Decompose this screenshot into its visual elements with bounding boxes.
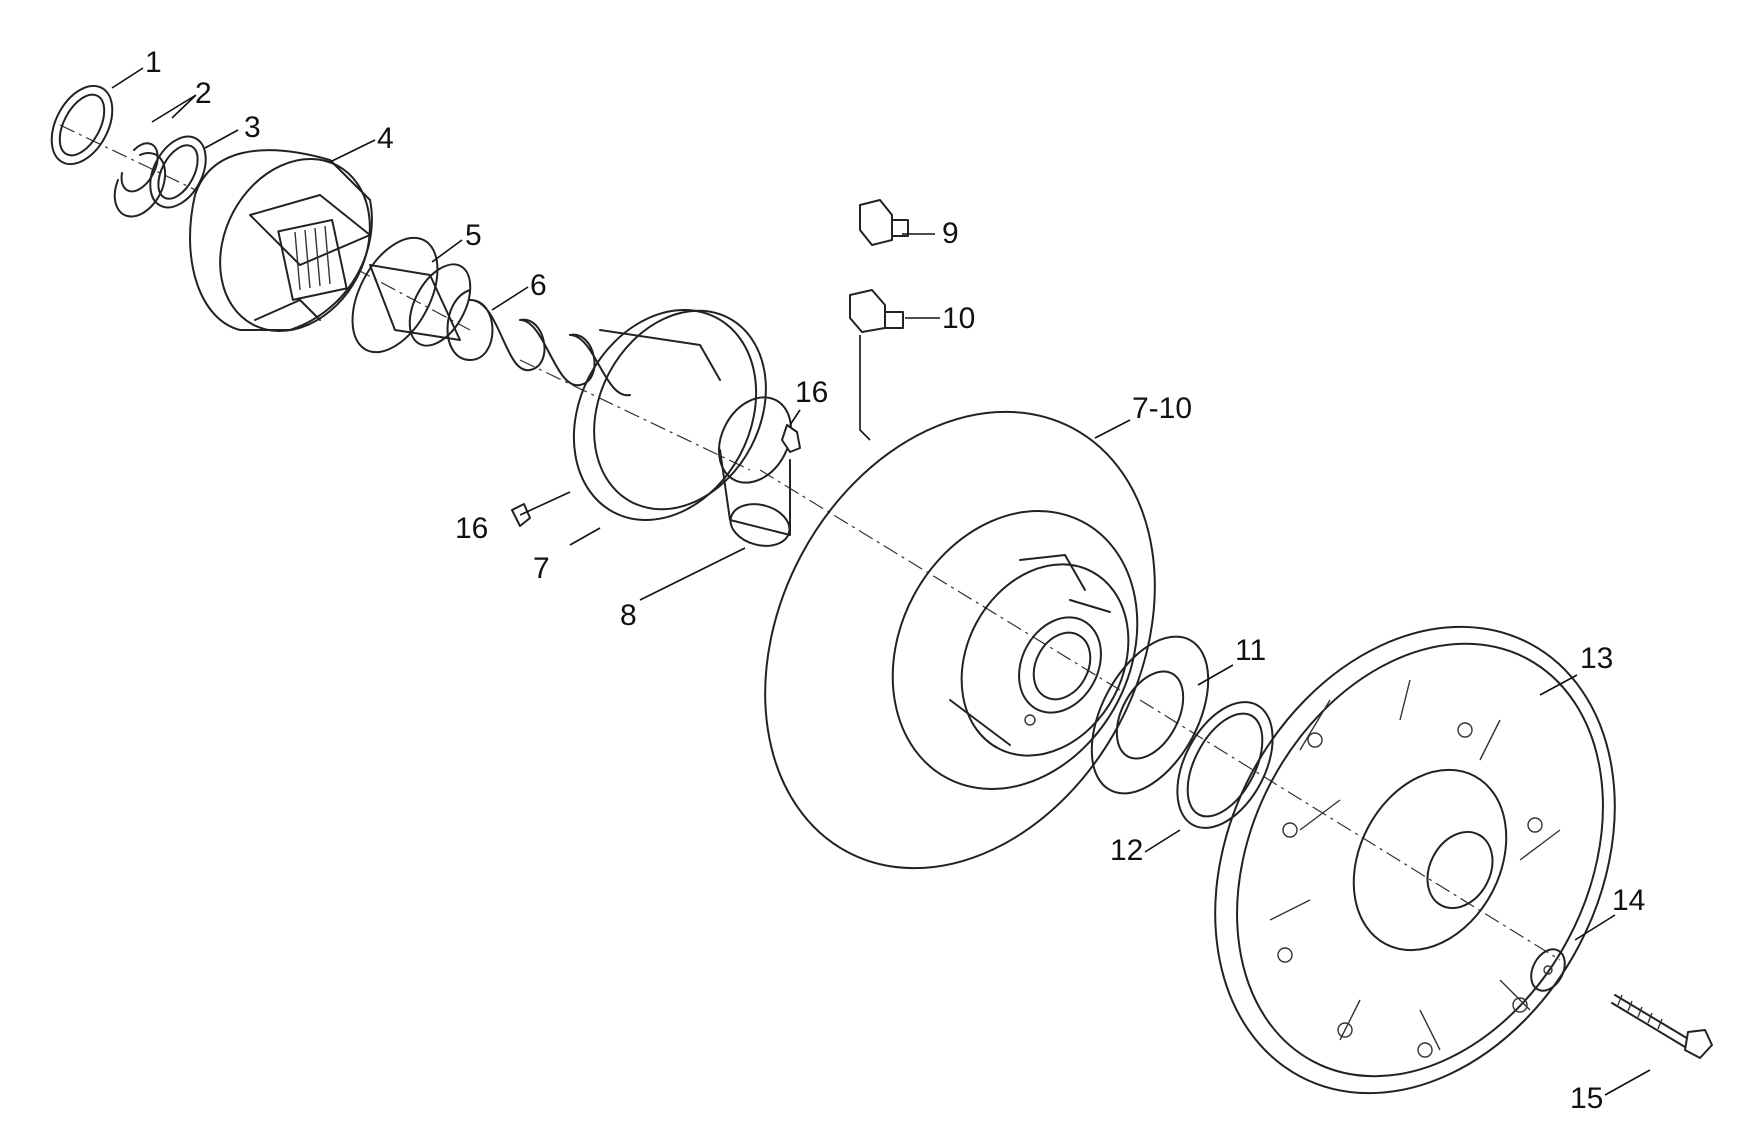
part-15-bolt bbox=[1611, 994, 1713, 1059]
callout-6: 6 bbox=[530, 269, 547, 302]
callout-10: 10 bbox=[942, 302, 975, 335]
part-14-washer bbox=[1530, 948, 1566, 992]
part-8-bushing bbox=[718, 396, 792, 547]
part-6-spring bbox=[446, 289, 631, 397]
part-9-slider-button bbox=[859, 199, 909, 246]
callout-7-10: 7-10 bbox=[1132, 392, 1192, 425]
callout-5: 5 bbox=[465, 219, 482, 252]
callout-8: 8 bbox=[620, 599, 637, 632]
center-axis bbox=[59, 124, 1561, 961]
callout-14: 14 bbox=[1612, 884, 1645, 917]
callout-9: 9 bbox=[942, 217, 959, 250]
callout-16-lower: 16 bbox=[455, 512, 488, 545]
callout-12: 12 bbox=[1110, 834, 1143, 867]
part-10-slider-button bbox=[849, 289, 904, 333]
callout-11: 11 bbox=[1235, 634, 1266, 667]
callout-2: 2 bbox=[195, 77, 212, 110]
part-4-cam-housing bbox=[189, 149, 373, 332]
part-16-set-screw-upper bbox=[781, 424, 801, 453]
part-7-cover-ring bbox=[572, 308, 767, 522]
part-1-retaining-ring bbox=[50, 84, 114, 166]
callout-4: 4 bbox=[377, 122, 394, 155]
part-12-spacer-ring bbox=[1176, 701, 1274, 829]
leader-lines bbox=[111, 67, 1651, 1096]
callout-13: 13 bbox=[1580, 642, 1613, 675]
callout-16-upper: 16 bbox=[795, 376, 828, 409]
callout-3: 3 bbox=[244, 111, 261, 144]
callout-7: 7 bbox=[533, 552, 550, 585]
part-2-snap-ring bbox=[113, 142, 167, 218]
part-13-fixed-sheave bbox=[1214, 625, 1616, 1095]
part-7-10-movable-sheave bbox=[764, 410, 1156, 870]
callout-1: 1 bbox=[145, 46, 162, 79]
callout-15: 15 bbox=[1570, 1082, 1603, 1115]
part-5-flanged-sleeve bbox=[351, 236, 472, 354]
part-11-thrust-washer bbox=[1090, 635, 1210, 795]
